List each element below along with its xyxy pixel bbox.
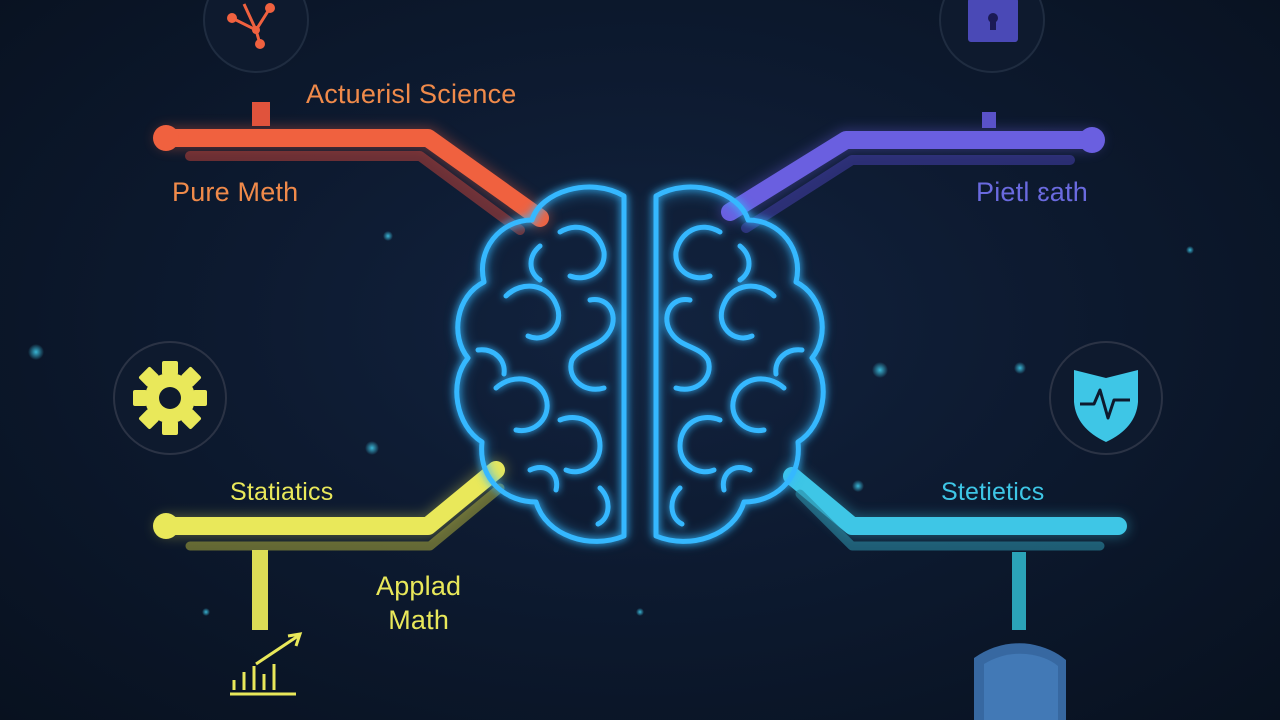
branch-statistics-left [153, 459, 507, 630]
label-applied-line2: Math [388, 604, 450, 635]
background-sparkles [28, 231, 1194, 616]
label-applied-line1: Applad [376, 571, 462, 601]
branch-actuarial-science [153, 102, 551, 235]
branch-connector [252, 102, 270, 126]
label-actuarial-science: Actuerisl Science [306, 79, 517, 109]
label-pure-math: Pure Meth [172, 177, 299, 207]
rising-chart-icon [230, 632, 303, 696]
branch-statistics-right [781, 465, 1129, 630]
branch-stem [1012, 552, 1026, 630]
branch-stem [252, 550, 268, 630]
gear-icon [113, 341, 227, 455]
label-statistics-left: Statiatics [230, 478, 334, 506]
padlock-icon [939, 0, 1045, 73]
network-nodes-icon [203, 0, 309, 73]
label-right-top: Pietl ɛath [976, 177, 1088, 207]
branch-right-top [719, 112, 1105, 233]
branch-connector [982, 112, 996, 128]
shield-icon [974, 643, 1066, 720]
label-applied-math: Applad Math [376, 570, 461, 638]
brain-icon [453, 184, 827, 545]
shield-heartbeat-icon [1049, 341, 1163, 455]
label-statistics-right: Stetietics [941, 478, 1045, 506]
